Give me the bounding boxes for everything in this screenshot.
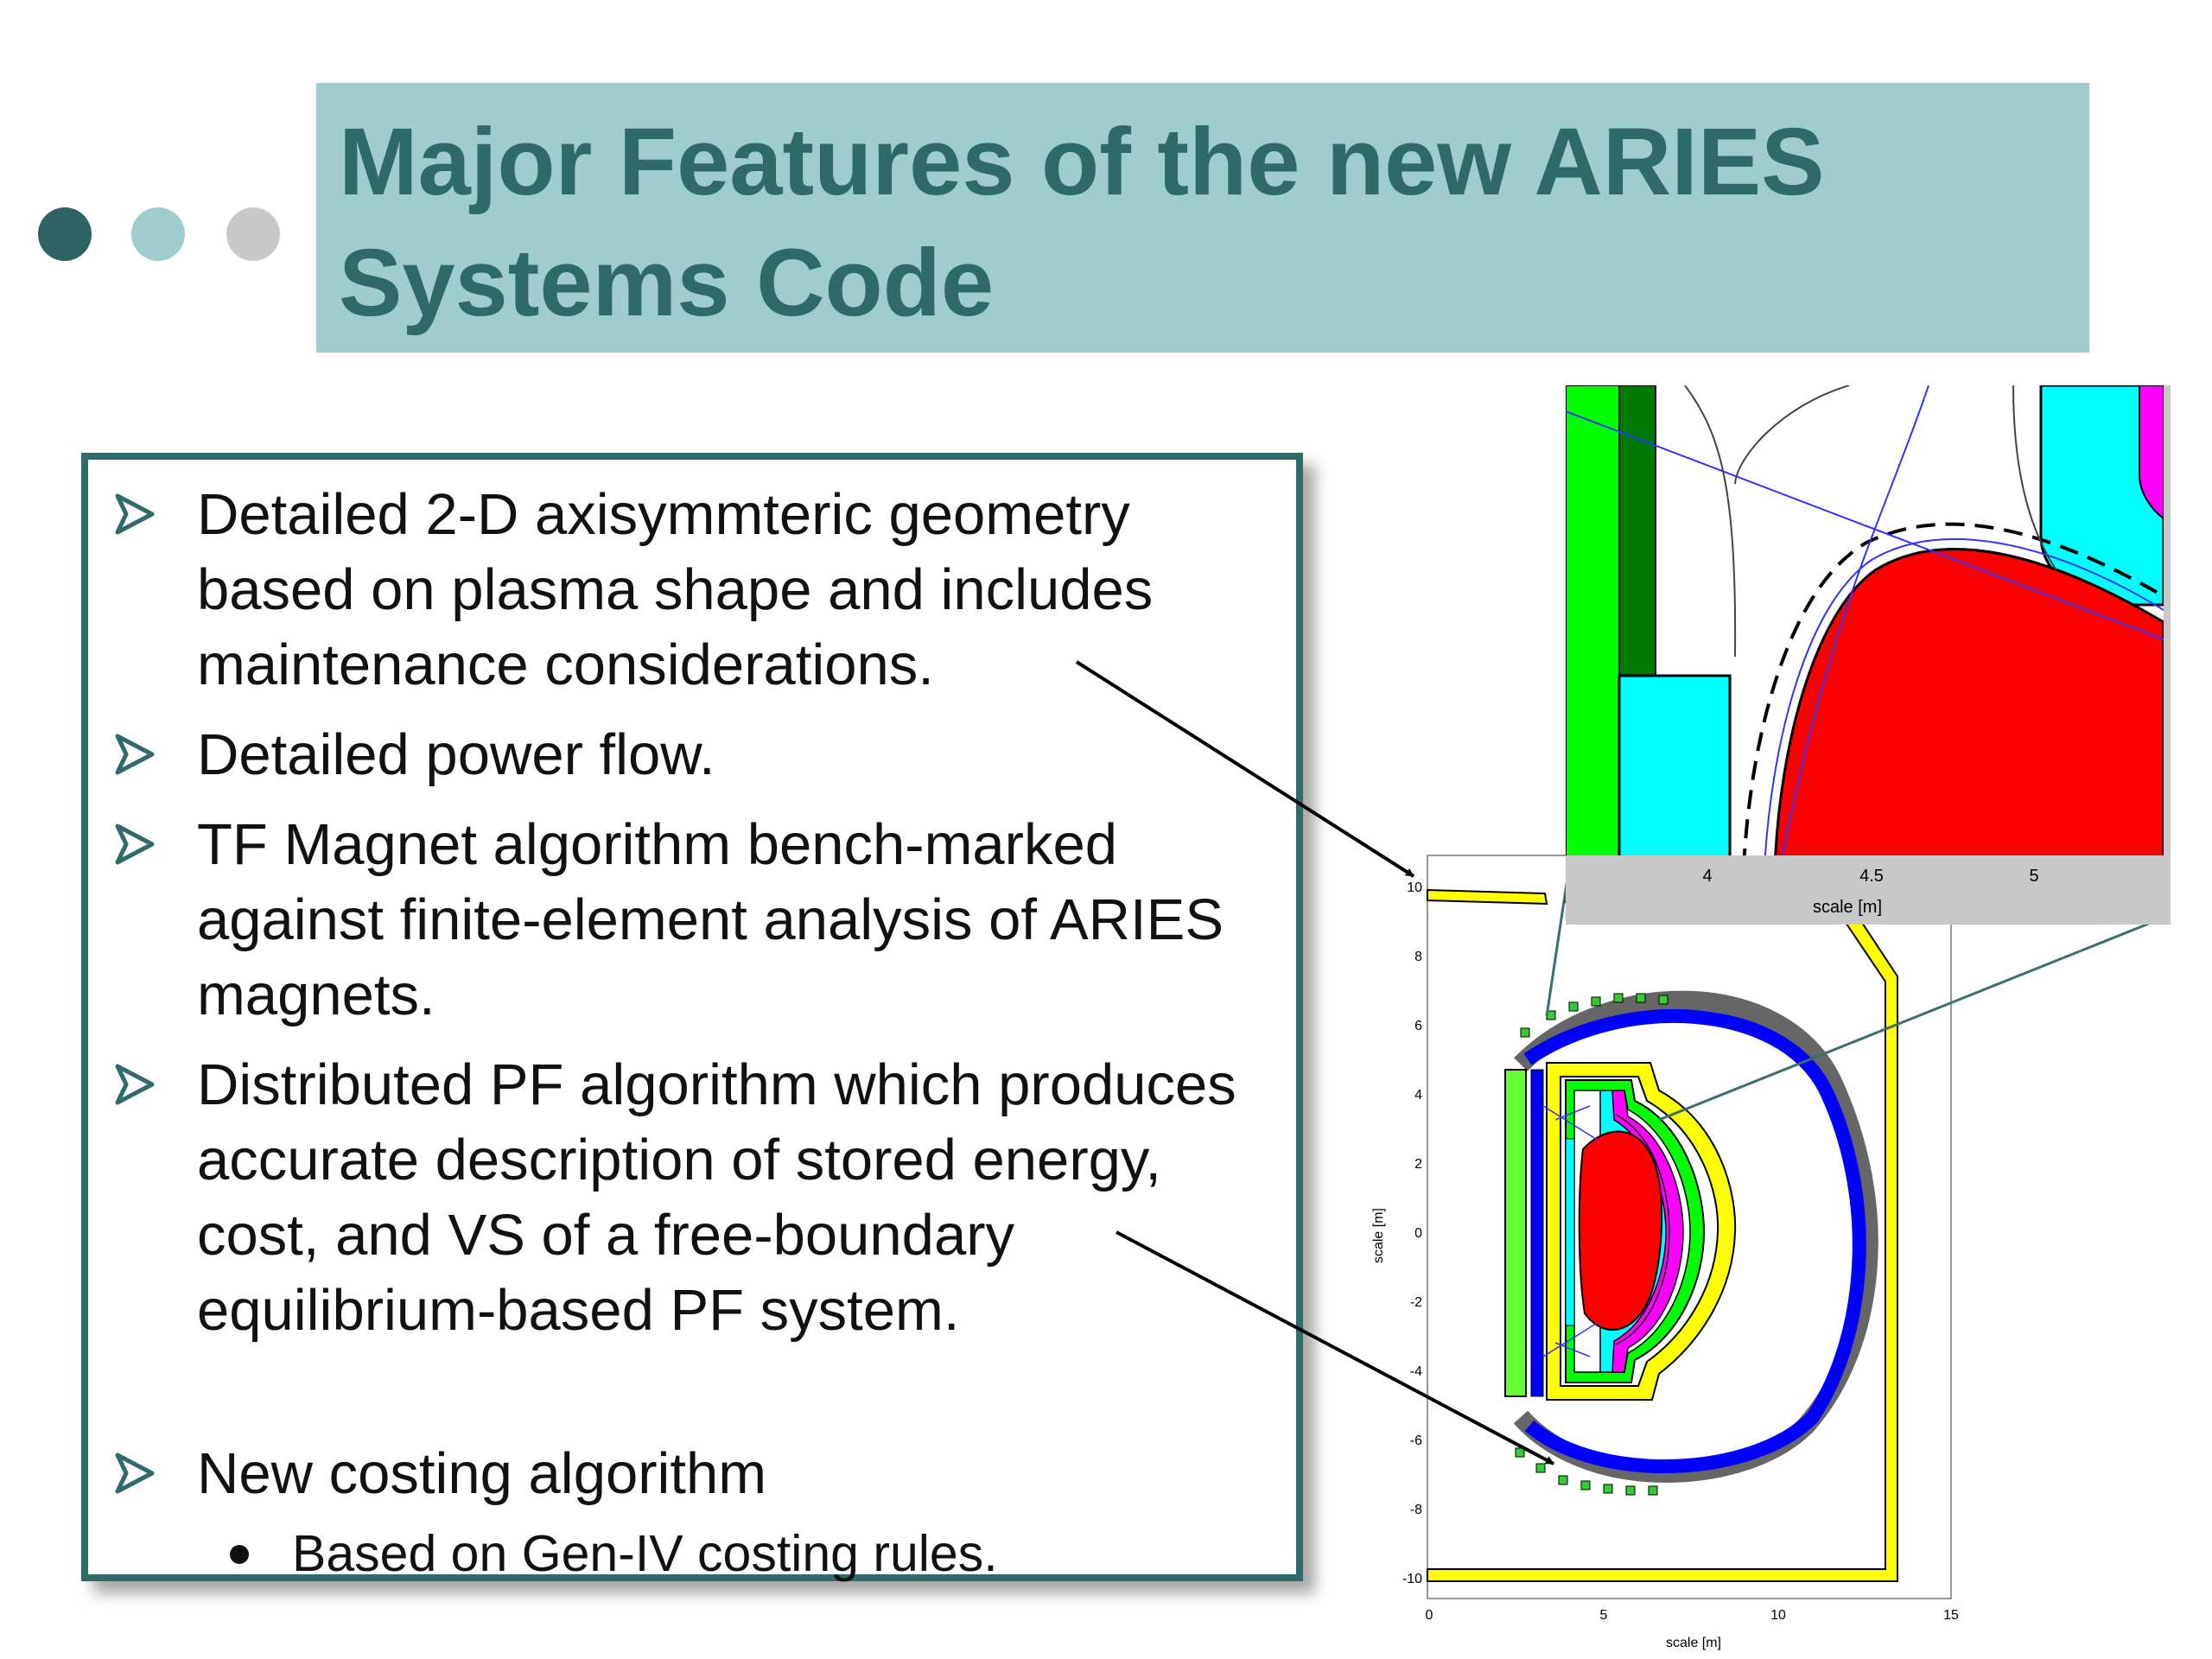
inset-first-wall-dashed <box>1742 522 2164 855</box>
outer-building-outline <box>1427 888 1548 906</box>
callout-arrow <box>1116 1230 1554 1465</box>
inset-thin-contour <box>1684 385 1737 658</box>
y-tick: -6 <box>1410 1433 1422 1448</box>
y-tick: 2 <box>1414 1157 1422 1172</box>
y-tick: -10 <box>1402 1572 1422 1586</box>
dot-bullet-icon <box>230 1545 249 1564</box>
inset-x-tick: 5 <box>2029 867 2038 886</box>
main-x-label: scale [m] <box>1666 1636 1721 1650</box>
y-tick: 10 <box>1407 880 1422 895</box>
inset-x-tick: 4 <box>1702 867 1712 886</box>
inset-separatrix-line <box>1566 410 2164 640</box>
separatrix <box>1542 1105 1599 1357</box>
bullet-text: TF Magnet algorithm bench-marked against… <box>197 812 1224 1027</box>
x-tick: 10 <box>1770 1608 1786 1623</box>
callout-arrow <box>1075 660 1415 878</box>
central-column <box>1504 1069 1527 1397</box>
arrow-bullet-icon <box>115 1064 155 1105</box>
y-tick: -8 <box>1410 1503 1422 1517</box>
arrow-bullet-icon <box>115 1452 155 1494</box>
arrow-bullet-icon <box>115 493 155 535</box>
central-column-inner <box>1530 1069 1544 1397</box>
y-tick: -4 <box>1410 1364 1422 1379</box>
inset-thin-contour <box>1734 385 1850 485</box>
y-tick: -2 <box>1410 1295 1422 1310</box>
inset-plasma <box>1774 548 2164 855</box>
plasma <box>1578 1130 1663 1331</box>
x-tick: 15 <box>1943 1608 1959 1623</box>
slide-title: Major Features of the new ARIES Systems … <box>339 109 1825 336</box>
sub-bullet-text: Based on Gen-IV costing rules. <box>292 1525 998 1582</box>
x-tick: 5 <box>1600 1608 1608 1623</box>
inset-separatrix-line <box>1781 385 1929 855</box>
inboard-blanket <box>1565 1138 1575 1326</box>
inset-plot: 4 4.5 5 scale [m] <box>1566 385 2171 925</box>
bullet-text: Detailed 2-D axisymmteric geometry based… <box>197 482 1154 697</box>
bullet-text: Detailed power flow. <box>197 722 715 787</box>
y-tick: 6 <box>1414 1019 1422 1033</box>
inset-thin-contour <box>2012 385 2057 571</box>
main-y-label: scale [m] <box>1371 1208 1386 1263</box>
bullet-text: Distributed PF algorithm which produces … <box>197 1052 1236 1343</box>
inset-blanket-edge <box>1764 538 2164 855</box>
cryostat <box>1523 1008 1866 1473</box>
x-tick: 0 <box>1426 1608 1433 1623</box>
zoom-connector <box>1658 919 2156 1122</box>
inset-magenta-upper <box>2139 385 2164 520</box>
decor-dot-gray <box>226 207 280 261</box>
main-x-ticks: 0 5 10 15 <box>1426 1608 1959 1623</box>
inset-vacuum-vessel <box>1566 385 1620 855</box>
y-tick: 0 <box>1414 1226 1422 1241</box>
arrow-bullet-icon <box>115 823 155 865</box>
inset-cyan-block <box>1618 674 1732 855</box>
inset-x-ticks: 4 4.5 5 <box>1702 867 2038 886</box>
inset-x-tick: 4.5 <box>1859 867 1884 886</box>
decor-dot-dark <box>38 207 92 261</box>
bullet-text: New costing algorithm <box>197 1441 767 1506</box>
inset-x-label: scale [m] <box>1813 898 1882 917</box>
pf-coil-ticks <box>1515 993 1669 1496</box>
title-band <box>316 83 2089 353</box>
inset-dark-green-layer <box>1618 385 1656 677</box>
arrow-bullet-icon <box>115 734 155 775</box>
shield-inner <box>1615 1114 1670 1345</box>
y-tick: 8 <box>1414 950 1422 964</box>
bullet-box: Detailed 2-D axisymmteric geometry based… <box>81 453 1303 1582</box>
main-y-ticks: 10 8 6 4 2 0 -2 -4 -6 -8 -10 <box>1402 880 1422 1586</box>
main-plot: 10 8 6 4 2 0 -2 -4 -6 -8 -10 0 5 10 15 s… <box>1371 855 1959 1650</box>
y-tick: 4 <box>1414 1088 1422 1103</box>
decor-dot-teal <box>131 207 185 261</box>
